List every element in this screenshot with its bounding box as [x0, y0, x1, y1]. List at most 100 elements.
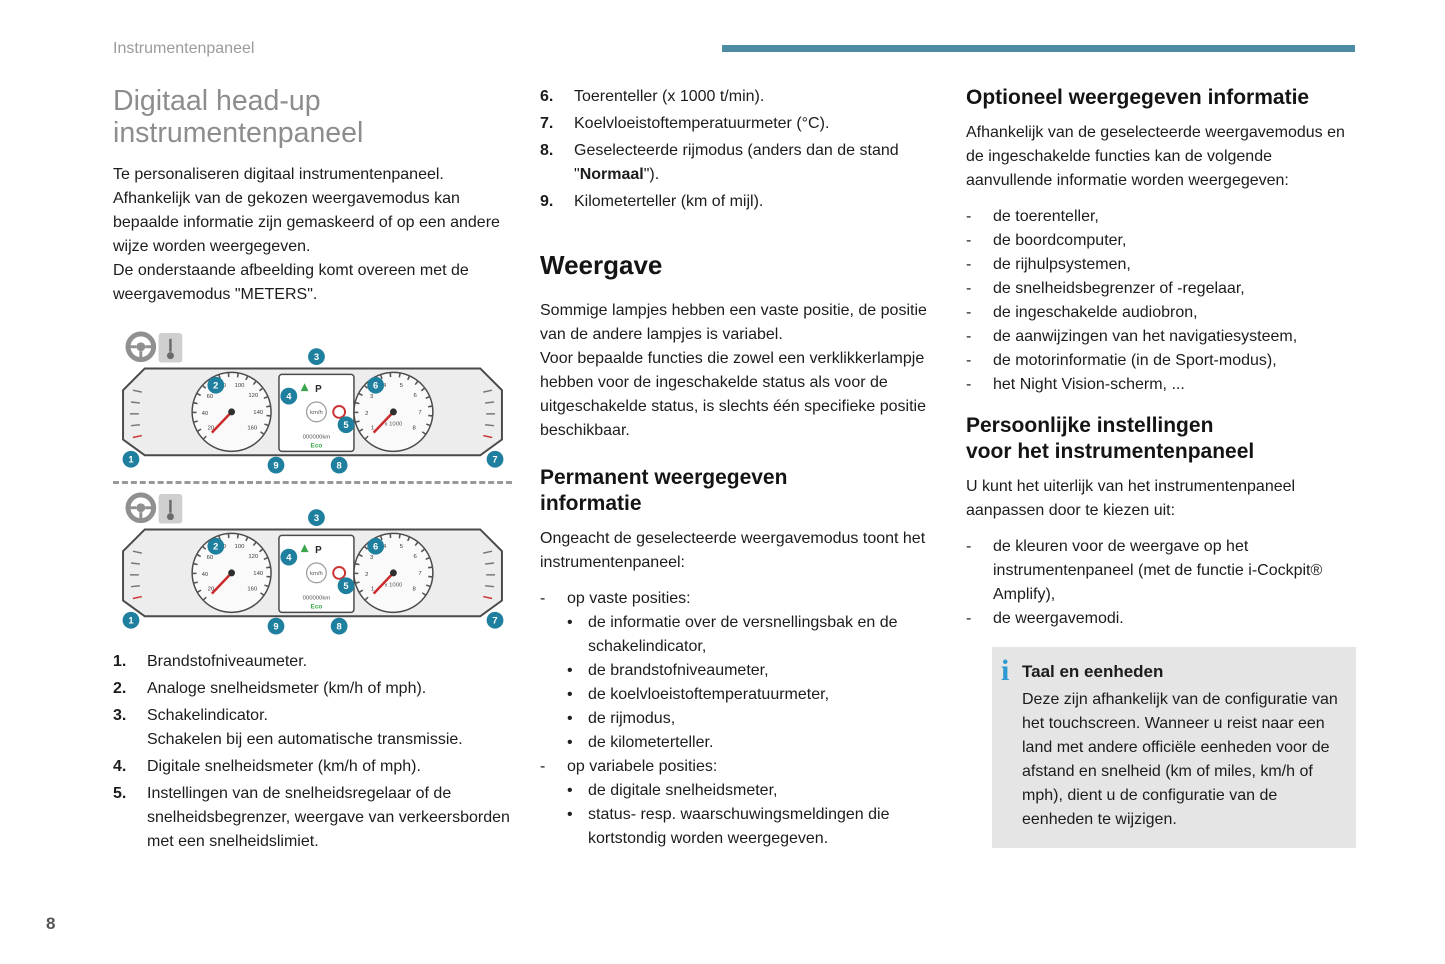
svg-text:20: 20 — [208, 587, 215, 593]
heading-optional-info: Optioneel weergegeven informatie — [966, 86, 1310, 109]
callout-4: 4 — [280, 549, 298, 566]
fuel-gauge — [129, 389, 142, 439]
list-item: •de brandstofniveaumeter, — [540, 659, 933, 683]
callout-8: 8 — [330, 457, 348, 474]
tach-scale-label: x 1000 — [385, 422, 403, 428]
callout-9: 9 — [267, 457, 285, 474]
list-item: 8.Geselecteerde rijmodus (anders dan de … — [540, 139, 933, 187]
tach-scale-label: x 1000 — [385, 583, 403, 589]
column-middle: 6.Toerenteller (x 1000 t/min). 7.Koelvlo… — [540, 85, 933, 851]
callout-1: 1 — [122, 451, 140, 469]
list-item-number: 5. — [113, 785, 127, 803]
dash-marker: - — [966, 538, 972, 556]
svg-text:6: 6 — [413, 393, 417, 399]
list-item: 2.Analoge snelheidsmeter (km/h of mph). — [113, 677, 512, 701]
list-item-text: de informatie over de versnellingsbak en… — [588, 614, 898, 656]
list-item-number: 9. — [540, 193, 554, 210]
odometer: 000000km — [303, 596, 331, 602]
callout-3: 3 — [308, 509, 325, 527]
odometer: 000000km — [303, 435, 331, 441]
steering-wheel-icon — [125, 331, 157, 363]
shift-up-arrow-icon — [300, 544, 309, 553]
list-item: •de digitale snelheidsmeter, — [540, 779, 933, 803]
center-display: P km/h 000000km Eco — [278, 535, 355, 614]
speedometer-gauge: 20 40 60 80 100 120 140 160 — [191, 372, 272, 453]
svg-text:120: 120 — [248, 554, 259, 560]
drive-mode: Eco — [311, 443, 323, 450]
list-item-text: het Night Vision-scherm, ... — [993, 376, 1185, 394]
list-item-text: Toerenteller (x 1000 t/min). — [574, 88, 765, 105]
svg-text:1: 1 — [371, 426, 374, 432]
list-item: 1.Brandstofniveaumeter. — [113, 650, 512, 674]
svg-text:40: 40 — [202, 572, 209, 578]
svg-text:8: 8 — [337, 622, 342, 632]
svg-text:2: 2 — [213, 381, 218, 391]
intro-paragraph: Te personaliseren digitaal instrumentenp… — [113, 166, 500, 304]
svg-text:5: 5 — [343, 582, 348, 592]
list-item: -de ingeschakelde audiobron, — [966, 301, 1356, 325]
list-item-text: Koelvloeistoftemperatuurmeter (°C). — [574, 115, 830, 132]
svg-text:6: 6 — [373, 542, 378, 552]
tachometer-gauge: 1 2 3 4 5 6 7 8 x 1000 — [353, 372, 434, 453]
permanent-intro: Ongeacht de geselecteerde weergavemodus … — [540, 530, 926, 572]
svg-text:1: 1 — [128, 455, 133, 465]
list-item-text: de toerenteller, — [993, 208, 1099, 226]
callout-1: 1 — [122, 612, 140, 630]
list-item-text: de weergavemodi. — [993, 610, 1124, 628]
bullet-marker: • — [567, 662, 573, 680]
svg-text:5: 5 — [343, 421, 348, 431]
svg-text:60: 60 — [207, 555, 214, 561]
svg-text:2: 2 — [213, 542, 218, 552]
instrument-cluster-illustration: 20 40 60 80 100 120 140 160 — [122, 331, 504, 474]
svg-text:4: 4 — [383, 545, 387, 551]
svg-text:6: 6 — [413, 554, 417, 560]
svg-text:5: 5 — [400, 384, 404, 390]
gear-indicator: P — [315, 385, 322, 396]
svg-text:140: 140 — [253, 571, 264, 577]
svg-text:20: 20 — [208, 426, 215, 432]
legend-list-1-5: 1.Brandstofniveaumeter. 2.Analoge snelhe… — [113, 650, 512, 854]
callout-3: 3 — [308, 348, 325, 366]
dash-marker: - — [966, 256, 972, 274]
thermometer-icon — [158, 494, 183, 524]
dash-marker: - — [966, 328, 972, 346]
bullet-marker: • — [567, 686, 573, 704]
info-box-text: Deze zijn afhankelijk van de configurati… — [1022, 690, 1338, 828]
list-item-text: de boordcomputer, — [993, 232, 1127, 250]
svg-text:9: 9 — [273, 622, 278, 632]
list-item-text: de aanwijzingen van het navigatiesysteem… — [993, 328, 1298, 346]
page-number: 8 — [46, 914, 56, 933]
heading-personal-settings: Persoonlijke instellingen voor het instr… — [966, 414, 1255, 464]
list-item: -op vaste posities: — [540, 587, 933, 611]
list-item: - de aanwijzingen van het navigatiesystee… — [966, 325, 1356, 349]
svg-text:160: 160 — [247, 587, 258, 593]
gear-indicator: P — [315, 546, 322, 557]
fuel-gauge — [129, 550, 142, 600]
cluster-illustration-bottom: 20 40 60 80 100 120 140 160 — [113, 490, 512, 638]
svg-text:3: 3 — [314, 513, 319, 523]
dashed-divider — [113, 481, 512, 485]
speedometer-gauge: 20 40 60 80 100 120 140 160 — [191, 533, 272, 614]
callout-6: 6 — [367, 538, 385, 556]
svg-text:100: 100 — [235, 384, 246, 390]
list-item: 9.Kilometerteller (km of mijl). — [540, 190, 933, 214]
callout-5: 5 — [337, 416, 355, 434]
dash-marker: - — [966, 610, 972, 628]
svg-text:140: 140 — [253, 410, 264, 416]
svg-text:7: 7 — [418, 410, 421, 416]
page-title: Digitaal head-up instrumentenpaneel — [113, 85, 364, 150]
svg-text:1: 1 — [371, 587, 374, 593]
svg-text:9: 9 — [273, 461, 278, 471]
dash-marker: - — [540, 758, 546, 776]
dash-marker: - — [966, 376, 972, 394]
bullet-marker: • — [567, 734, 573, 752]
bullet-marker: • — [567, 806, 573, 824]
list-item-text: op variabele posities: — [567, 758, 718, 776]
list-item-text: de digitale snelheidsmeter, — [588, 782, 778, 800]
list-item-number: 3. — [113, 707, 127, 725]
svg-text:100: 100 — [235, 545, 246, 551]
svg-text:4: 4 — [286, 392, 292, 402]
bullet-marker: • — [567, 710, 573, 728]
instrument-cluster-illustration: 20 40 60 80 100 120 140 160 — [122, 492, 504, 635]
svg-text:5: 5 — [400, 545, 404, 551]
